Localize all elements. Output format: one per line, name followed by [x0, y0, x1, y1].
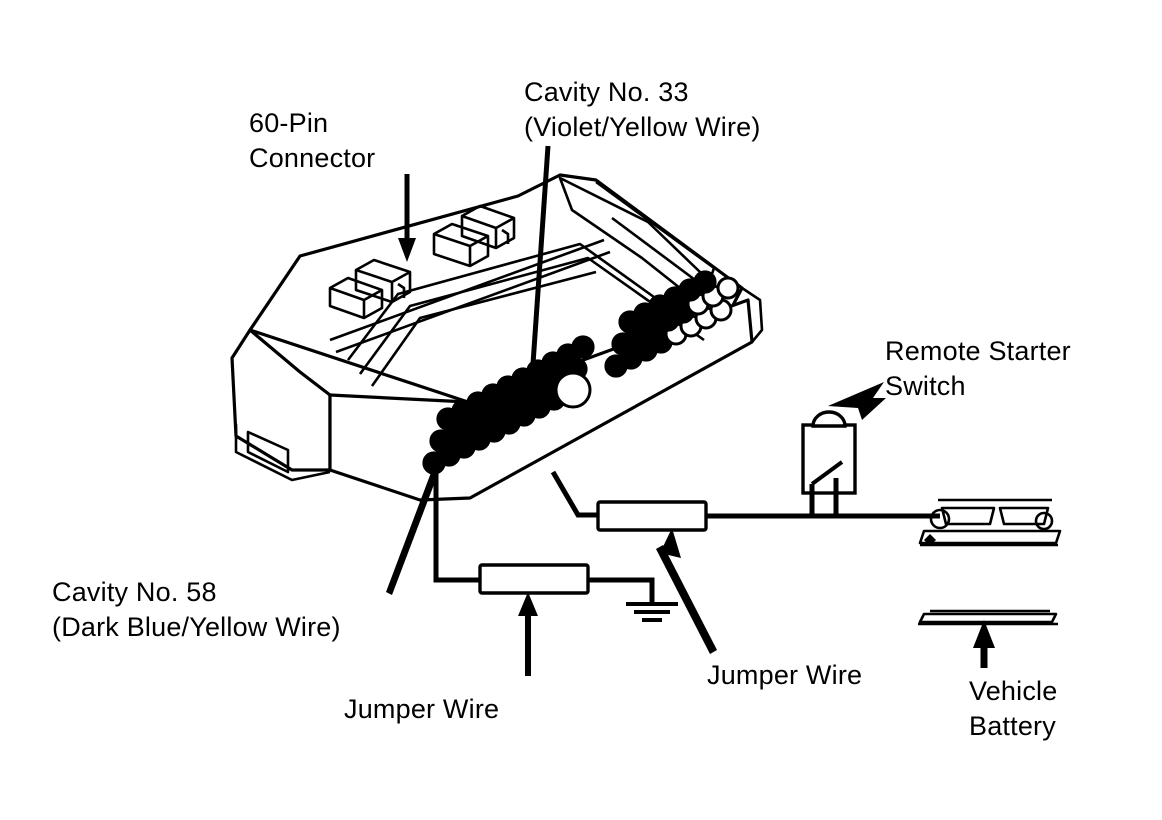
arrow-head-battery [973, 620, 995, 648]
leader-jumper-right-shaft [656, 545, 717, 654]
label-remote-starter-switch-line2: Switch [885, 371, 966, 401]
latch-tab-3 [432, 222, 490, 268]
jumper-wire-body-upper [596, 500, 708, 532]
ground-symbol [626, 602, 678, 622]
leader-cavity-33 [528, 145, 551, 394]
arrow-head-switch [828, 382, 886, 420]
arrow-head-jumper-left [518, 592, 538, 616]
label-remote-starter-switch-line1: Remote Starter [885, 336, 1071, 366]
label-cavity-33-line2: (Violet/Yellow Wire) [524, 112, 761, 142]
latch-tab-4-edge [461, 214, 515, 248]
latch-tab-2-notch [397, 282, 406, 298]
pin [571, 335, 595, 359]
wiring-circuit [433, 410, 1062, 626]
pin [693, 270, 717, 294]
leader-cavity-58 [386, 462, 441, 595]
connector-left-foot-inner [246, 430, 290, 474]
remote-starter-switch [801, 410, 857, 495]
leader-cavity-58-shaft [386, 462, 441, 595]
arrow-head-jumper-right [660, 528, 681, 558]
switch-body [801, 423, 857, 495]
jumper-wire-body-lower [478, 563, 590, 595]
leader-jumper-wire-left [518, 592, 538, 676]
leader-jumper-wire-right [656, 528, 717, 654]
label-connector-line1: 60-Pin [249, 108, 328, 138]
battery-cell-left [940, 506, 996, 526]
label-connector-line2: Connector [249, 143, 375, 173]
label-jumper-wire-left: Jumper Wire [344, 694, 499, 724]
latch-tab-4 [460, 204, 516, 250]
wire-jumper-to-ground [588, 577, 655, 604]
connector-keyway-hole [554, 371, 592, 409]
pin [716, 276, 740, 300]
label-cavity-58-line2: (Dark Blue/Yellow Wire) [52, 612, 341, 642]
vehicle-battery [918, 498, 1062, 626]
connector-right-chamfer [741, 286, 764, 343]
connector-left-foot [234, 424, 331, 482]
latch-tab-3-edge [433, 232, 489, 266]
leader-60-pin-connector [398, 174, 416, 262]
switch-push-button [811, 410, 847, 428]
pin-row-lower [436, 270, 717, 431]
wire-cavity58-to-jumper [433, 470, 480, 583]
connector-channel-line-a [358, 256, 705, 375]
label-vehicle-battery-line1: Vehicle [969, 676, 1057, 706]
latch-tab-1-edge [329, 286, 383, 318]
label-vehicle-battery-line2: Battery [969, 711, 1056, 741]
label-cavity-58-line1: Cavity No. 58 [52, 577, 217, 607]
label-cavity-33-line1: Cavity No. 33 [524, 77, 689, 107]
text-labels: 60-Pin Connector Cavity No. 33 (Violet/Y… [52, 77, 1071, 741]
latch-tab-1 [328, 276, 384, 320]
battery-negative-terminal [929, 508, 951, 530]
leader-remote-starter-switch [828, 382, 886, 420]
arrow-head-down [398, 238, 416, 262]
connector-top-ridge-2 [335, 250, 611, 354]
battery-cell-right [998, 506, 1050, 526]
connector-latch-tabs [328, 204, 516, 320]
latch-tab-2 [354, 258, 412, 304]
leader-vehicle-battery [973, 620, 995, 668]
latch-tab-4-notch [501, 228, 510, 244]
label-jumper-wire-right: Jumper Wire [707, 660, 862, 690]
pin-array [422, 270, 740, 475]
leaders-and-arrows [386, 145, 995, 676]
battery-positive-terminal [1034, 511, 1054, 531]
connector-assembly [230, 173, 764, 502]
battery-polarity-mark [924, 534, 936, 546]
wire-cavity33-to-jumper [550, 470, 600, 518]
connector-top-ridge-3 [299, 370, 331, 397]
switch-lever [810, 460, 844, 486]
battery-lower-outline [918, 612, 1058, 624]
latch-tab-2-edge [355, 268, 411, 302]
battery-case-outline [918, 529, 1062, 545]
